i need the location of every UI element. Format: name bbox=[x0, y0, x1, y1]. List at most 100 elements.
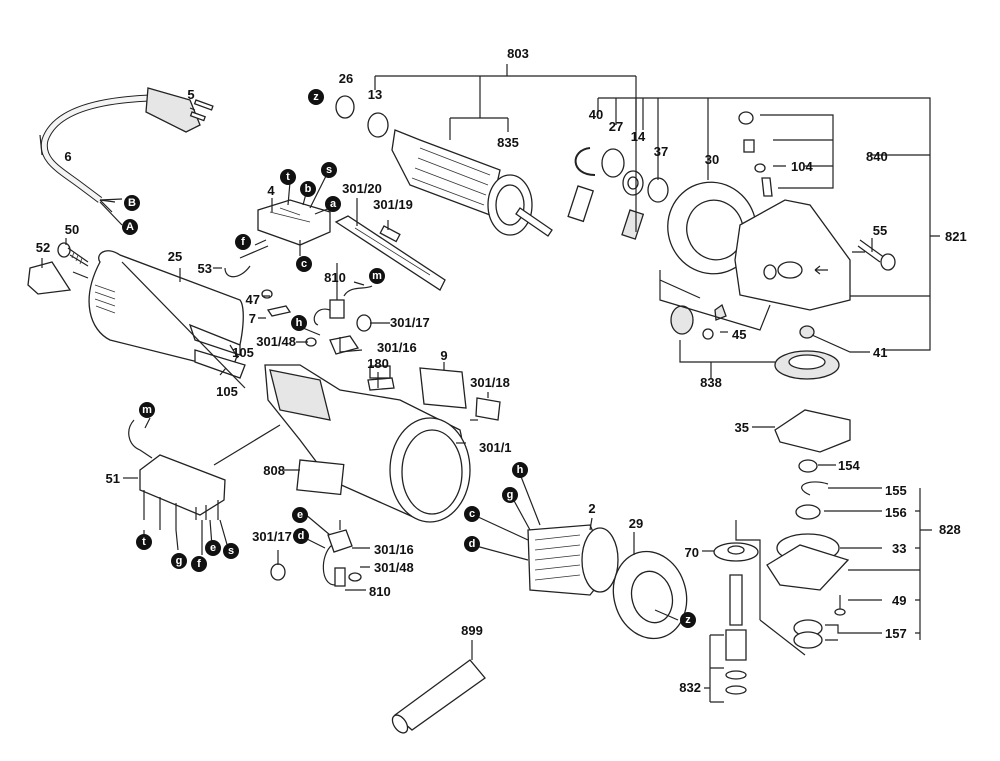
part-label-810-upper: 810 bbox=[324, 270, 346, 285]
part-label-70: 70 bbox=[684, 545, 699, 560]
part-label-301-20: 301/20 bbox=[342, 181, 382, 196]
wire-marker-t-switch: t bbox=[280, 169, 296, 185]
wire-marker-t-module: t bbox=[136, 534, 152, 550]
part-label-2: 2 bbox=[588, 501, 596, 516]
gasket-part bbox=[774, 409, 851, 453]
part-label-828: 828 bbox=[939, 522, 961, 537]
armature-part bbox=[335, 95, 553, 237]
part-label-9: 9 bbox=[440, 348, 448, 363]
wire-marker-d-brush: d bbox=[293, 528, 309, 544]
field-housing-part bbox=[264, 364, 501, 523]
part-label-157: 157 bbox=[885, 626, 907, 641]
part-label-835: 835 bbox=[497, 135, 519, 150]
part-label-301-48-upper: 301/48 bbox=[256, 334, 296, 349]
part-label-47: 47 bbox=[245, 292, 260, 307]
bearing-set-part bbox=[567, 147, 669, 240]
switch-lever-part bbox=[334, 215, 446, 291]
lower-brush-holder-part bbox=[270, 529, 362, 587]
part-label-26: 26 bbox=[338, 71, 354, 86]
part-label-4: 4 bbox=[267, 183, 275, 198]
wire-marker-h-upper: h bbox=[291, 315, 307, 331]
part-label-37: 37 bbox=[653, 144, 669, 159]
part-label-301-17-lower: 301/17 bbox=[252, 529, 292, 544]
wire-marker-m-module: m bbox=[139, 402, 155, 418]
air-guide-ring-part bbox=[612, 550, 688, 640]
part-label-5: 5 bbox=[187, 87, 195, 102]
part-label-810-lower: 810 bbox=[369, 584, 391, 599]
wire-marker-f-module: f bbox=[191, 556, 207, 572]
wire-marker-B: B bbox=[124, 195, 140, 211]
part-label-53: 53 bbox=[197, 261, 212, 276]
gear-housing-part bbox=[734, 199, 851, 311]
part-label-301-1: 301/1 bbox=[479, 440, 512, 455]
spindle-bearing-flange-part bbox=[766, 459, 850, 649]
part-label-49: 49 bbox=[892, 593, 907, 608]
part-label-840: 840 bbox=[866, 149, 888, 164]
part-label-27: 27 bbox=[608, 119, 624, 134]
wire-marker-z-armature: z bbox=[308, 89, 324, 105]
part-label-803: 803 bbox=[507, 46, 529, 61]
wire-marker-d-stator: d bbox=[464, 536, 480, 552]
part-label-55: 55 bbox=[872, 223, 888, 238]
part-label-301-17-upper: 301/17 bbox=[390, 315, 430, 330]
part-label-180: 180 bbox=[367, 356, 389, 371]
switch-part bbox=[224, 199, 331, 278]
wire-marker-b-switch: b bbox=[300, 181, 316, 197]
part-label-301-48-lower: 301/48 bbox=[374, 560, 414, 575]
part-label-6: 6 bbox=[64, 149, 72, 164]
part-label-52: 52 bbox=[35, 240, 51, 255]
part-label-155: 155 bbox=[885, 483, 907, 498]
part-label-154: 154 bbox=[838, 458, 860, 473]
part-label-301-19: 301/19 bbox=[373, 197, 413, 212]
part-label-51: 51 bbox=[105, 471, 120, 486]
electronics-module-part bbox=[128, 419, 226, 530]
part-label-50: 50 bbox=[64, 222, 80, 237]
wire-marker-f-switch: f bbox=[235, 234, 251, 250]
part-label-7: 7 bbox=[248, 311, 256, 326]
wire-marker-h-stator: h bbox=[512, 462, 528, 478]
motor-cover-part bbox=[88, 250, 246, 379]
power-cord-part bbox=[40, 87, 214, 213]
part-label-13: 13 bbox=[367, 87, 383, 102]
bearing-flange-part bbox=[667, 181, 757, 275]
part-label-808: 808 bbox=[263, 463, 285, 478]
wire-marker-e-module: e bbox=[205, 540, 221, 556]
grease-tube-part bbox=[391, 659, 486, 734]
part-label-838: 838 bbox=[700, 375, 722, 390]
wire-marker-s-switch: s bbox=[321, 162, 337, 178]
leader-lines bbox=[39, 64, 940, 703]
part-label-301-16-upper: 301/16 bbox=[377, 340, 417, 355]
stator-part bbox=[527, 524, 619, 596]
part-label-41: 41 bbox=[873, 345, 888, 360]
part-label-832: 832 bbox=[679, 680, 701, 695]
part-label-35: 35 bbox=[734, 420, 749, 435]
screw-part bbox=[27, 242, 89, 295]
wire-marker-m-upper: m bbox=[369, 268, 385, 284]
part-label-301-16-lower: 301/16 bbox=[374, 542, 414, 557]
part-label-105-lower: 105 bbox=[216, 384, 238, 399]
part-label-25: 25 bbox=[167, 249, 183, 264]
spindle-lock-part bbox=[738, 111, 773, 197]
wire-marker-z-shroud: z bbox=[680, 612, 696, 628]
wire-marker-A: A bbox=[122, 219, 138, 235]
part-label-821: 821 bbox=[945, 229, 967, 244]
part-label-33: 33 bbox=[892, 541, 907, 556]
label-180 bbox=[369, 365, 391, 379]
wire-marker-g-stator: g bbox=[502, 487, 518, 503]
pinion-part bbox=[670, 303, 840, 380]
wire-marker-c-stator: c bbox=[464, 506, 480, 522]
wire-marker-e-brush: e bbox=[292, 507, 308, 523]
wire-marker-g-module: g bbox=[171, 553, 187, 569]
brush-holder-part bbox=[261, 285, 373, 355]
part-label-301-18: 301/18 bbox=[470, 375, 510, 390]
part-label-29: 29 bbox=[628, 516, 644, 531]
wire-marker-c-switch: c bbox=[296, 256, 312, 272]
wire-marker-a-switch: a bbox=[325, 196, 341, 212]
part-label-30: 30 bbox=[704, 152, 720, 167]
nameplate-808 bbox=[296, 459, 345, 496]
part-label-156: 156 bbox=[885, 505, 907, 520]
part-label-45: 45 bbox=[732, 327, 747, 342]
part-label-104: 104 bbox=[791, 159, 813, 174]
